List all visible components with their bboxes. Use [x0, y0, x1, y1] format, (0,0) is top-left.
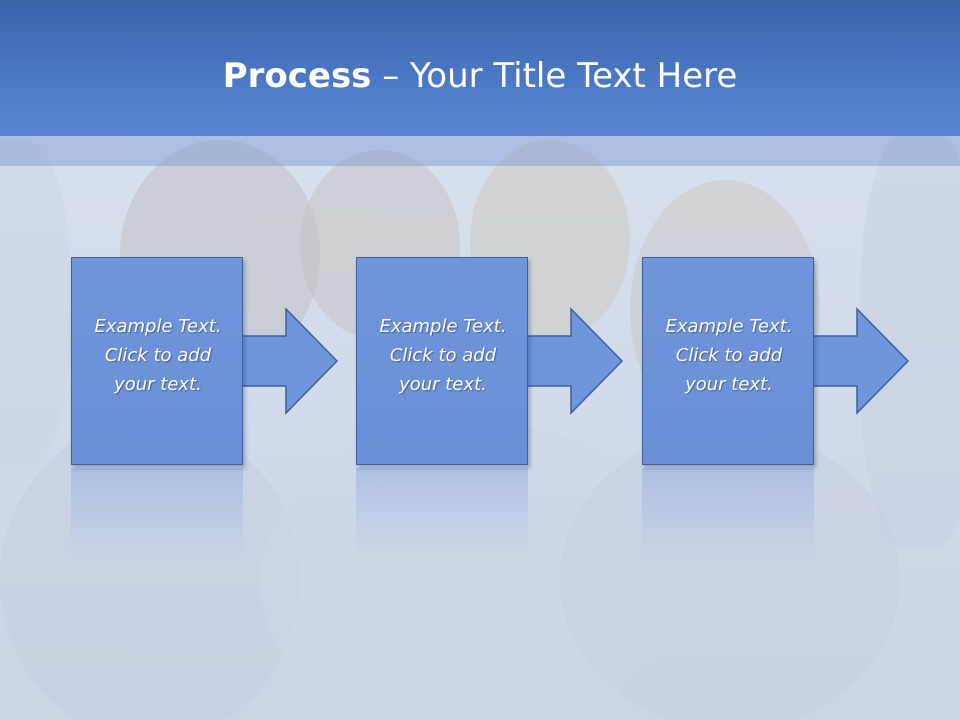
step-2-line-1: Example Text.: [379, 316, 507, 337]
step-2-line-3: your text.: [399, 374, 487, 395]
step-2-reflection: [356, 468, 528, 558]
step-1-line-3: your text.: [114, 374, 202, 395]
step-3-line-2: Click to add: [675, 345, 783, 366]
title-bar: [0, 0, 960, 136]
step-3-line-1: Example Text.: [665, 316, 793, 337]
title-bold-part: Process: [222, 56, 372, 96]
step-1-line-2: Click to add: [104, 345, 212, 366]
title-rest-part: – Your Title Text Here: [371, 56, 738, 96]
step-1-line-1: Example Text.: [94, 316, 222, 337]
step-3-line-3: your text.: [685, 374, 773, 395]
process-step-2[interactable]: Example Text. Click to add your text.: [356, 257, 528, 465]
process-step-1[interactable]: Example Text. Click to add your text.: [71, 257, 243, 465]
step-1-reflection: [71, 468, 243, 558]
header-accent-strip: [0, 136, 960, 166]
step-2-text: Example Text. Click to add your text.: [357, 312, 529, 399]
slide-title[interactable]: Process – Your Title Text Here: [0, 54, 960, 98]
step-3-reflection: [642, 468, 814, 558]
step-3-text: Example Text. Click to add your text.: [643, 312, 815, 399]
process-step-3[interactable]: Example Text. Click to add your text.: [642, 257, 814, 465]
step-1-text: Example Text. Click to add your text.: [72, 312, 244, 399]
arrow-right-icon: [241, 307, 339, 415]
arrow-right-icon: [526, 307, 624, 415]
arrow-right-icon: [812, 307, 910, 415]
step-2-line-2: Click to add: [389, 345, 497, 366]
